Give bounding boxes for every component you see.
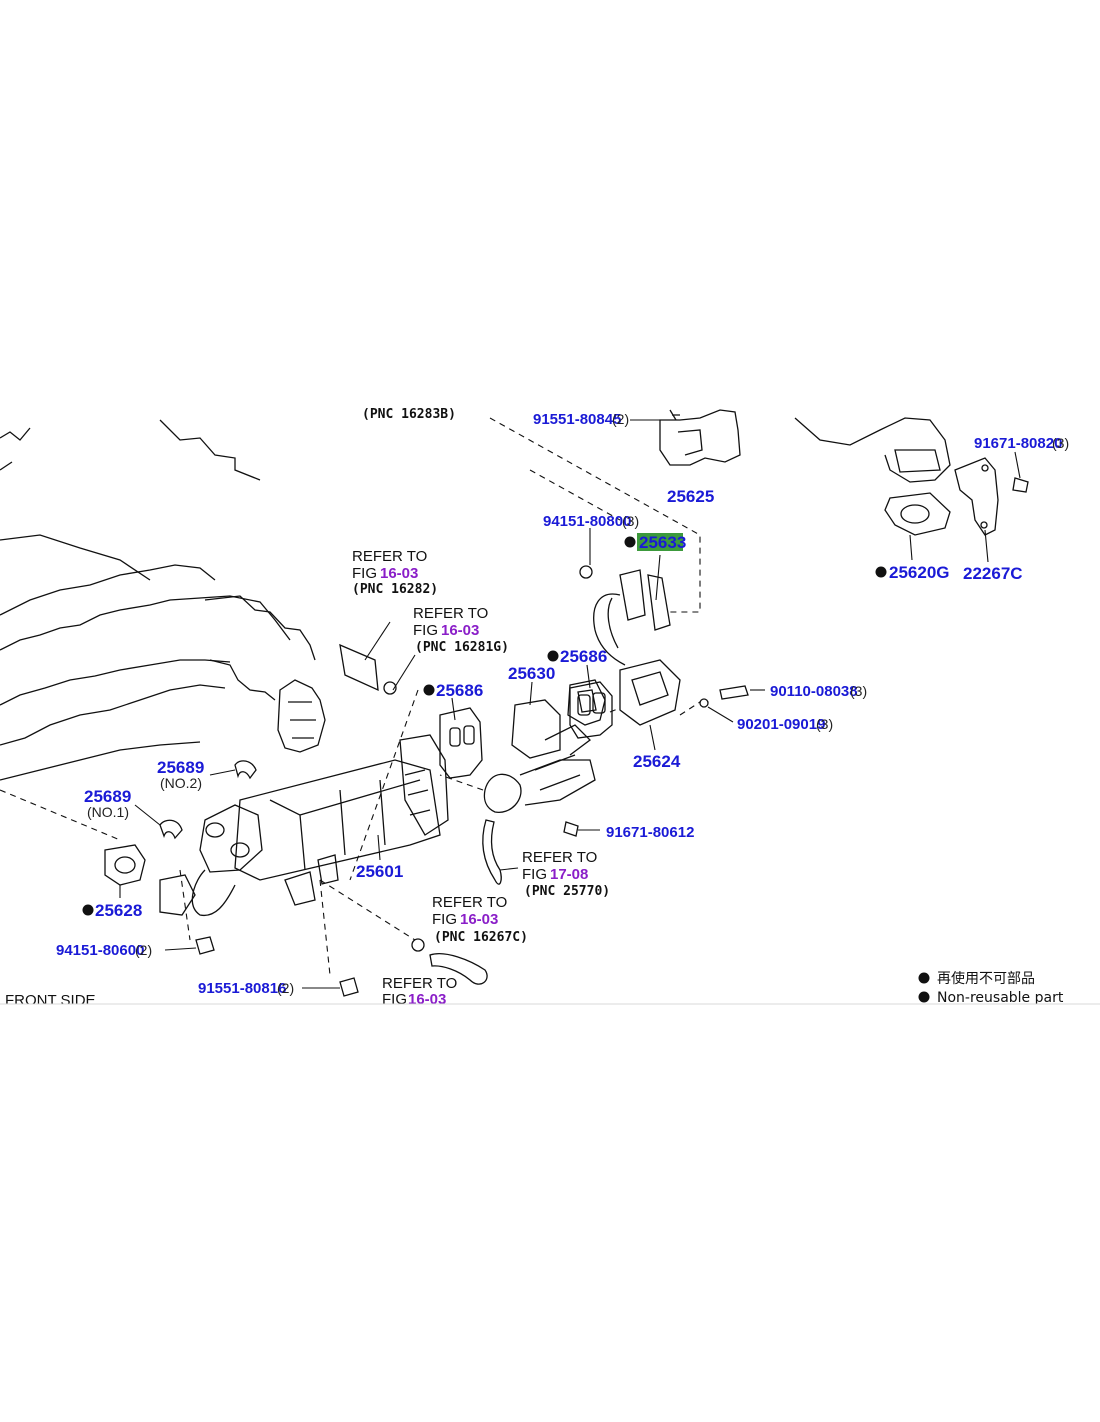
bolt-label-91551-80816[interactable]: 91551-80816 (2): [198, 980, 294, 997]
part-label-25624[interactable]: 25624: [633, 752, 681, 771]
highlight-box: [637, 533, 683, 551]
bolt-label-91671-80820[interactable]: 91671-80820 (3): [974, 435, 1069, 452]
refer-note-3[interactable]: REFER TO FIG 17-08 (PNC 25770): [522, 849, 610, 899]
svg-text:REFER TO: REFER TO: [413, 605, 488, 622]
svg-text:(2): (2): [277, 980, 294, 996]
legend-text-en: Non-reusable part: [937, 990, 1064, 1006]
legend-marker-jp: [918, 972, 930, 984]
part-label-25633[interactable]: 25633: [624, 533, 687, 552]
svg-text:(2): (2): [135, 942, 152, 958]
bottom-whitespace: [0, 1004, 1100, 1422]
legend-text-jp: 再使用不可部品: [937, 970, 1035, 987]
svg-text:FIG: FIG: [522, 866, 547, 883]
svg-text:91551-80816: 91551-80816: [198, 980, 286, 997]
legend: 再使用不可部品 Non-reusable part: [918, 970, 1064, 1006]
washer-label-90201-09019[interactable]: 90201-09019 (3): [737, 716, 833, 733]
svg-text:(NO.2): (NO.2): [160, 775, 202, 791]
svg-text:(NO.1): (NO.1): [87, 804, 129, 820]
svg-text:90110-08038: 90110-08038: [770, 683, 858, 700]
engine-block-outline: [0, 419, 326, 781]
svg-text:25689: 25689: [157, 758, 204, 777]
upper-right-manifold-drawing: [794, 417, 1029, 536]
svg-text:16-03: 16-03: [460, 911, 498, 928]
svg-text:16-03: 16-03: [380, 565, 418, 582]
svg-text:25686: 25686: [436, 681, 483, 700]
top-bracket-drawing: [659, 409, 741, 466]
non-reusable-marker: [423, 684, 435, 696]
refer-note-5[interactable]: REFER TO FIG 16-03: [382, 975, 457, 1008]
part-label-25686-right[interactable]: 25686: [547, 647, 608, 666]
leader-lines: [119, 419, 1021, 989]
svg-text:91671-80820: 91671-80820: [974, 435, 1062, 452]
bolt-label-91671-80612[interactable]: 91671-80612: [606, 824, 694, 841]
svg-text:25633: 25633: [639, 533, 686, 552]
non-reusable-marker: [624, 536, 636, 548]
svg-text:25628: 25628: [95, 901, 142, 920]
svg-text:(3): (3): [816, 716, 833, 732]
svg-text:94151-80600: 94151-80600: [56, 942, 144, 959]
svg-text:REFER TO: REFER TO: [522, 849, 597, 866]
egr-cooler-drawing: [159, 643, 502, 997]
svg-text:FIG: FIG: [413, 622, 438, 639]
egr-pipe-drawing: [579, 565, 749, 726]
part-label-25628[interactable]: 25628: [82, 901, 143, 920]
bolt-label-91551-80845[interactable]: 91551-80845 (2): [533, 411, 629, 428]
svg-text:16-03: 16-03: [441, 622, 479, 639]
svg-text:REFER TO: REFER TO: [382, 975, 457, 992]
part-label-25686-left[interactable]: 25686: [423, 681, 484, 700]
svg-text:17-08: 17-08: [550, 866, 588, 883]
non-reusable-marker: [875, 566, 887, 578]
refer-note-4[interactable]: REFER TO FIG 16-03 (PNC 16267C): [432, 894, 528, 945]
part-label-25625[interactable]: 25625: [667, 487, 714, 506]
svg-text:(3): (3): [1052, 435, 1069, 451]
cutoff-pnc-ref: (PNC 16283B): [362, 407, 456, 422]
svg-text:(3): (3): [622, 513, 639, 529]
svg-text:91551-80845: 91551-80845: [533, 411, 621, 428]
nut-label-94151-80600[interactable]: 94151-80600 (2): [56, 942, 152, 959]
part-label-25601[interactable]: 25601: [356, 862, 403, 881]
nut-label-94151-80800[interactable]: 94151-80800 (3): [543, 513, 639, 530]
svg-text:FIG: FIG: [352, 565, 377, 582]
part-label-25689-no1[interactable]: 25689 (NO.1): [84, 787, 131, 820]
bolt-label-90110-08038[interactable]: 90110-08038 (3): [770, 683, 867, 700]
svg-text:25686: 25686: [560, 647, 607, 666]
svg-text:REFER TO: REFER TO: [432, 894, 507, 911]
svg-text:(PNC 16281G): (PNC 16281G): [415, 640, 509, 655]
egr-valve-drawing: [483, 679, 606, 837]
svg-text:(PNC 16282): (PNC 16282): [352, 582, 438, 597]
non-reusable-marker: [82, 904, 94, 916]
assembly-dashed-lines: [0, 417, 701, 976]
part-label-25630[interactable]: 25630: [508, 664, 555, 683]
svg-text:25620G: 25620G: [889, 563, 950, 582]
svg-text:FIG: FIG: [432, 911, 457, 928]
non-reusable-marker: [547, 650, 559, 662]
refer-note-2[interactable]: REFER TO FIG 16-03 (PNC 16281G): [413, 605, 509, 655]
refer-note-1[interactable]: REFER TO FIG 16-03 (PNC 16282): [352, 548, 438, 597]
legend-marker-en: [918, 991, 930, 1003]
part-label-25689-no2[interactable]: 25689 (NO.2): [157, 758, 204, 791]
svg-text:(PNC 16267C): (PNC 16267C): [434, 930, 528, 945]
svg-text:REFER TO: REFER TO: [352, 548, 427, 565]
svg-text:25689: 25689: [84, 787, 131, 806]
part-label-25620G[interactable]: 25620G: [875, 563, 950, 582]
svg-text:(2): (2): [612, 411, 629, 427]
part-label-22267C[interactable]: 22267C: [963, 564, 1023, 583]
svg-text:(3): (3): [850, 683, 867, 699]
top-whitespace: [0, 0, 1100, 408]
gaskets-drawing: [104, 681, 613, 886]
svg-text:90201-09019: 90201-09019: [737, 716, 825, 733]
svg-text:(PNC 25770): (PNC 25770): [524, 884, 610, 899]
svg-text:94151-80800: 94151-80800: [543, 513, 631, 530]
